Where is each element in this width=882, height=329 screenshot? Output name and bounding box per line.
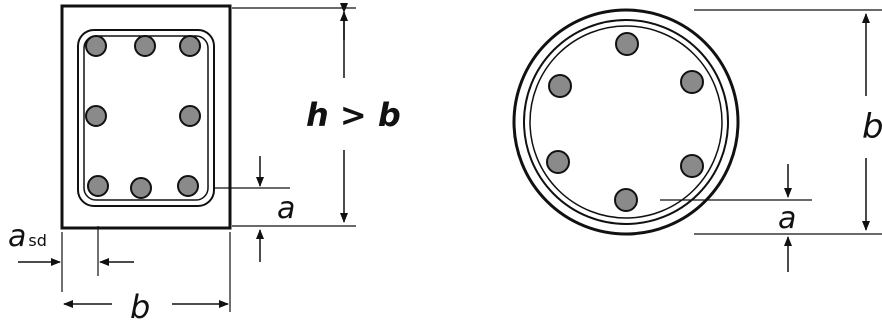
circular-section — [512, 8, 740, 236]
label-b-rect: b — [130, 288, 150, 326]
dimension-h — [232, 3, 356, 227]
dimension-b-rect — [63, 232, 231, 312]
rebar — [179, 35, 201, 57]
dimension-a-rect — [214, 156, 290, 262]
rebar — [177, 175, 199, 197]
rebar — [87, 175, 109, 197]
rebar — [680, 154, 704, 178]
rectangular-section — [60, 4, 232, 230]
circle-stirrup-inner — [529, 25, 723, 219]
circle-outline — [512, 8, 740, 236]
label-h-gt-b: h > b — [306, 96, 401, 134]
label-a-circle: a — [778, 201, 796, 236]
dimension-a-circle — [660, 164, 812, 272]
dimension-b-circle — [694, 9, 882, 235]
rebar — [548, 74, 572, 98]
rebar — [680, 70, 704, 94]
rebar — [130, 177, 152, 199]
rect-outline — [60, 4, 232, 230]
dimension-a-sd — [18, 226, 134, 292]
rebar — [546, 150, 570, 174]
circle-stirrup-outer — [523, 19, 729, 225]
rebar — [179, 105, 201, 127]
rebar — [85, 35, 107, 57]
label-b-circle: b — [862, 107, 882, 147]
label-a-rect: a — [277, 191, 295, 226]
rebar — [614, 188, 638, 212]
rebar — [615, 32, 639, 56]
label-a-sd-main: a — [8, 219, 26, 254]
rebar — [85, 105, 107, 127]
label-a-sd-sub: sd — [28, 231, 47, 250]
rect-stirrup-outer — [77, 29, 215, 207]
rebar — [134, 35, 156, 57]
